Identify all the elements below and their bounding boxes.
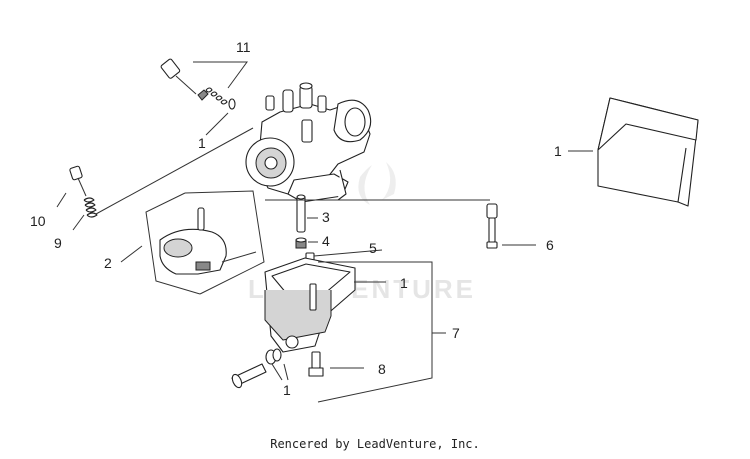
callout-9: 9 bbox=[54, 235, 62, 251]
callout-1-top: 1 bbox=[198, 135, 206, 151]
callout-2: 2 bbox=[104, 255, 112, 271]
callout-11: 11 bbox=[236, 39, 251, 55]
part-3-jet bbox=[296, 194, 306, 233]
callout-1-bag: 1 bbox=[554, 143, 562, 159]
part-10-screw bbox=[69, 165, 87, 197]
callout-8: 8 bbox=[378, 361, 386, 377]
callout-6: 6 bbox=[546, 237, 554, 253]
drain-screw bbox=[231, 348, 282, 389]
callout-1-bottom: 1 bbox=[283, 382, 291, 398]
part-2-float-assembly bbox=[145, 190, 265, 295]
callout-5: 5 bbox=[369, 240, 377, 256]
callout-4: 4 bbox=[322, 233, 330, 249]
float-bowl bbox=[264, 257, 356, 353]
callout-7: 7 bbox=[452, 325, 460, 341]
part-4-main-jet bbox=[295, 237, 307, 249]
part-6-pin bbox=[486, 203, 498, 249]
part-9-spring bbox=[83, 197, 98, 218]
part-8-bolt bbox=[308, 351, 324, 377]
carburetor-body bbox=[245, 82, 372, 203]
callout-1-gasket: 1 bbox=[400, 275, 408, 291]
part-11-idle-screw bbox=[160, 58, 248, 110]
callout-3: 3 bbox=[322, 209, 330, 225]
callout-10: 10 bbox=[30, 213, 46, 229]
parts-bag bbox=[597, 97, 699, 207]
footer-credit: Rencered by LeadVenture, Inc. bbox=[270, 437, 480, 451]
